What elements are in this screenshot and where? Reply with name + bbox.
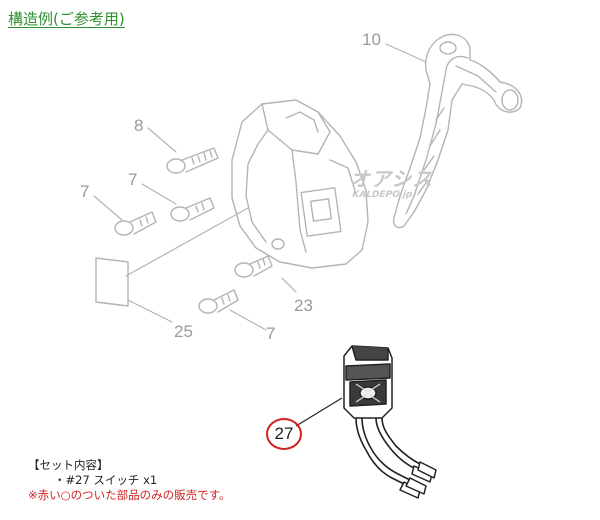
screw-part-23 [234, 255, 273, 278]
callout-7-left: 7 [80, 182, 90, 201]
callout-7-lower: 7 [266, 324, 276, 343]
set-contents-heading: 【セット内容】 [28, 458, 109, 472]
screw-part-7-upper [170, 197, 215, 222]
page-title: 構造例(ご参考用) [8, 10, 125, 28]
set-contents-box: 【セット内容】 ・#27 スイッチ x1 ※赤い○のついた部品のみの販売です。 [28, 458, 328, 503]
set-contents-item: ・#27 スイッチ x1 [54, 473, 158, 487]
sales-note: ※赤い○のついた部品のみの販売です。 [28, 488, 231, 502]
screw-part-7-lower [198, 289, 239, 314]
callout-25: 25 [174, 322, 193, 341]
leader-lines [93, 43, 427, 331]
switch-housing-body [231, 99, 369, 269]
screw-part-8 [166, 147, 219, 174]
switch-part-27 [295, 345, 437, 499]
callout-10: 10 [362, 30, 381, 49]
callout-23: 23 [294, 296, 313, 315]
screw-part-7-left [114, 211, 157, 236]
watermark-url: KALDEPO.jp [350, 190, 414, 200]
callout-8: 8 [134, 116, 144, 135]
watermark-logo: オアシス [348, 167, 438, 191]
label-plate-part-25 [95, 257, 129, 307]
callout-7-upper: 7 [128, 170, 138, 189]
trigger-lever-part-10 [392, 33, 523, 229]
callout-27-highlighted: 27 [266, 418, 302, 450]
